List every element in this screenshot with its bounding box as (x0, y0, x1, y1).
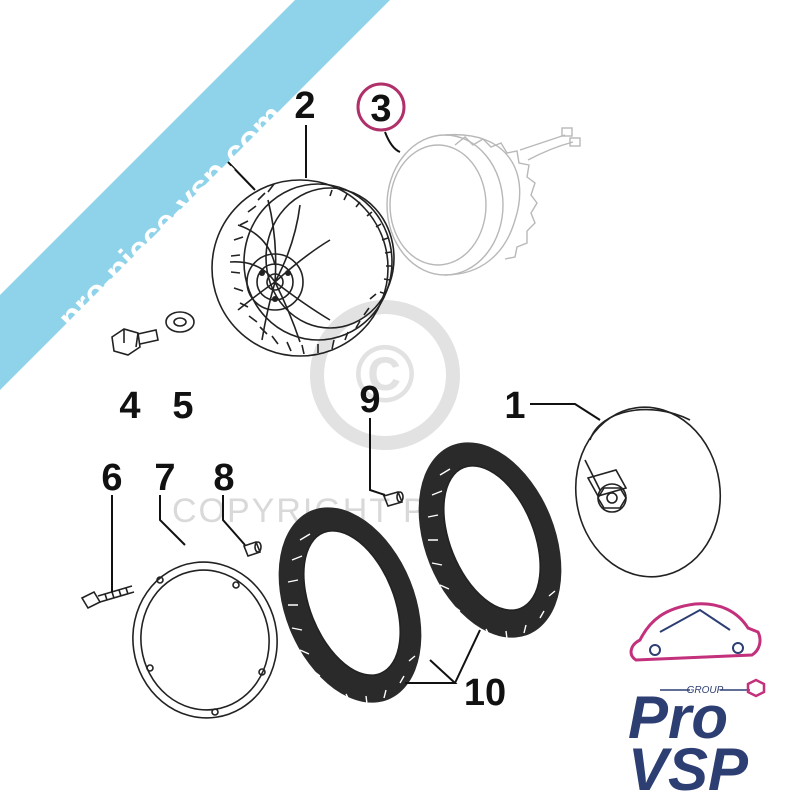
bolt (111, 328, 159, 356)
callout-1-right: 1 (504, 385, 525, 427)
drum (574, 406, 722, 578)
stator (386, 127, 581, 276)
logo-pro-text: Pro (628, 684, 728, 751)
callout-3: 3 (370, 88, 391, 130)
flywheel-rotor (211, 179, 395, 357)
callout-7: 7 (154, 457, 175, 499)
callout-8: 8 (213, 457, 234, 499)
fan-ring-front (278, 507, 422, 705)
callout-3-circle (356, 82, 406, 132)
callout-10: 10 (464, 672, 506, 714)
provsp-logo: GROUP Pro VSP (628, 602, 766, 800)
spacer-9 (382, 491, 404, 507)
washer (165, 311, 195, 333)
spacer-8 (242, 541, 262, 557)
callout-4: 4 (119, 385, 140, 427)
callout-5: 5 (172, 385, 193, 427)
logo-vsp-text: VSP (628, 736, 749, 800)
callout-9: 9 (359, 379, 380, 421)
copyright-symbol: © (355, 329, 415, 420)
cover-plate (132, 561, 278, 719)
car-outline-icon (629, 602, 762, 662)
hex-nut-icon (746, 678, 766, 698)
logo-group-text: GROUP (687, 685, 724, 696)
callout-6: 6 (101, 457, 122, 499)
callout-2: 2 (294, 85, 315, 127)
fan-ring-rear (418, 442, 562, 640)
long-screw (80, 585, 135, 610)
